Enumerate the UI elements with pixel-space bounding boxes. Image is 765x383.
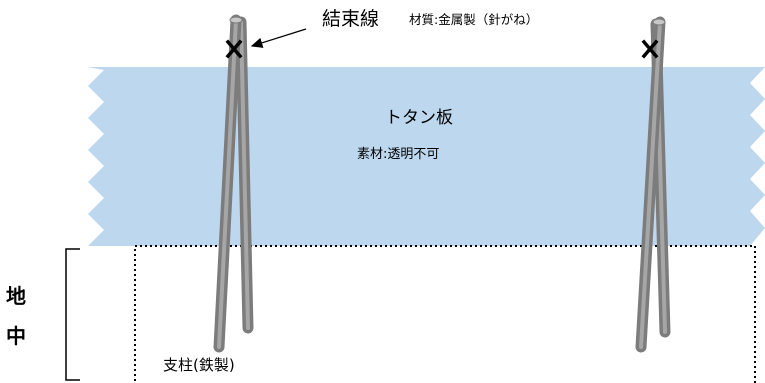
cross-mark-icon (225, 39, 243, 59)
sheet-material-label: 素材:透明不可 (357, 147, 440, 162)
post-top (652, 18, 666, 26)
cross-mark-icon (641, 39, 659, 59)
corrugated-sheet (88, 67, 765, 246)
left-post (213, 14, 254, 353)
ground-label-bottom: 中 (6, 324, 26, 348)
post-rod-highlight (239, 20, 250, 330)
tie-wire-label: 結束線 (322, 8, 380, 30)
post-top (229, 16, 243, 24)
post-rod-highlight (639, 20, 662, 349)
ground-label-top: 地 (6, 284, 26, 308)
underground-area (134, 245, 756, 383)
post-rod-highlight (217, 18, 238, 349)
right-post (635, 16, 671, 353)
post-label: 支柱(鉄製) (163, 356, 235, 374)
arrow-icon (250, 28, 307, 48)
tie-wire-spec: 材質:金属製（針がね） (409, 12, 539, 27)
ground-bracket (65, 248, 80, 381)
sheet-label: トタン板 (385, 108, 453, 128)
